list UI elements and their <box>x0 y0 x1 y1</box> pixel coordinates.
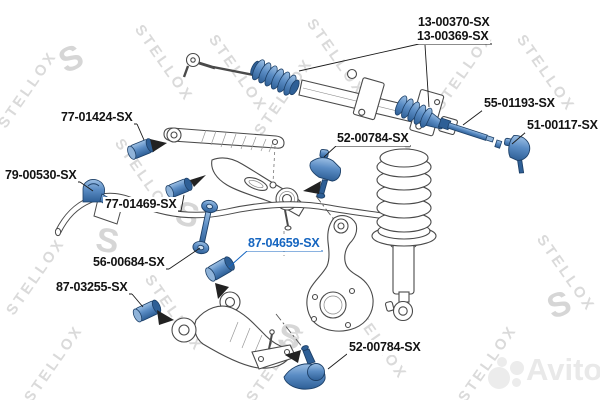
steering-boot-right <box>394 95 445 130</box>
upper-ball-joint-drawing <box>309 148 342 199</box>
stabilizer-link-drawing <box>192 199 218 255</box>
label-52-00784-sx-lower: 52-00784-SX <box>347 340 423 355</box>
bushing-87-04659-drawing <box>205 256 235 282</box>
avito-logo-dot <box>512 378 521 387</box>
avito-logo-text: Avito <box>526 352 600 387</box>
highlighted-leader-line <box>228 250 323 268</box>
bushing-87-03255-drawing <box>132 299 162 323</box>
label-52-00784-sx-upper: 52-00784-SX <box>335 131 411 146</box>
steering-knuckle-drawing <box>306 215 374 332</box>
label-13-00369-sx: 13-00369-SX <box>415 29 491 44</box>
label-87-03255-sx: 87-03255-SX <box>54 280 130 295</box>
coil-spring-drawing <box>371 148 437 247</box>
lower-ball-joint-drawing <box>283 345 326 390</box>
lower-control-arm-drawing <box>171 291 297 370</box>
inner-tie-rod-drawing <box>438 117 495 143</box>
label-77-01424-sx: 77-01424-SX <box>59 110 135 125</box>
bushing-77-01424-drawing <box>127 138 155 160</box>
tie-rod-lock-nut <box>494 139 503 149</box>
assembly-arrows <box>150 139 321 363</box>
label-51-00117-sx: 51-00117-SX <box>525 118 600 133</box>
label-56-00684-sx: 56-00684-SX <box>91 255 167 270</box>
label-77-01469-sx: 77-01469-SX <box>103 197 179 212</box>
upper-rod-drawing <box>163 127 285 153</box>
avito-logo-dot <box>510 361 524 375</box>
label-87-04659-sx-highlighted[interactable]: 87-04659-SX <box>246 236 322 251</box>
label-55-01193-sx: 55-01193-SX <box>482 96 557 111</box>
steering-boot-left <box>250 59 300 96</box>
bushing-77-01469-drawing <box>165 177 193 199</box>
avito-logo-dot <box>488 367 510 389</box>
avito-logo-dot <box>497 357 507 367</box>
avito-logo: Avito <box>484 352 600 398</box>
label-79-00530-sx: 79-00530-SX <box>3 168 79 183</box>
label-13-00370-sx: 13-00370-SX <box>416 15 492 30</box>
